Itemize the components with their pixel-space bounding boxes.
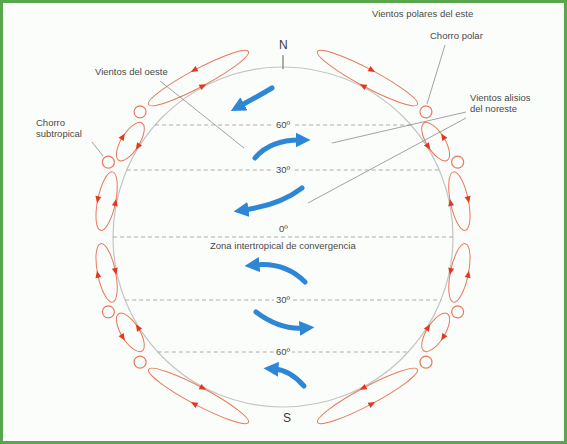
leader-line xyxy=(160,81,244,148)
wind-arrow xyxy=(240,88,272,106)
latitude-label: 30º xyxy=(274,164,292,175)
latitude-label: 60º xyxy=(274,346,292,357)
flow-arrowhead xyxy=(133,142,142,151)
latitude-label: 0º xyxy=(277,223,290,234)
jet-stream-symbol xyxy=(420,356,432,368)
circulation-cell xyxy=(312,359,423,433)
wind-arrow xyxy=(256,312,304,328)
flow-arrowhead xyxy=(424,323,433,332)
jet-label: Chorro polar xyxy=(430,30,483,41)
flow-arrowhead xyxy=(199,81,208,90)
cell-loop xyxy=(144,44,252,113)
cell-loop xyxy=(92,242,122,304)
cell-loop xyxy=(111,118,150,165)
flow-arrowhead xyxy=(189,66,198,75)
cell-loop xyxy=(313,361,421,430)
jet-stream-symbol xyxy=(134,106,146,118)
pole-label: S xyxy=(283,411,291,425)
wind-arrow xyxy=(255,265,305,282)
flow-arrowhead xyxy=(358,81,367,90)
circulation-cell xyxy=(143,41,254,115)
leader-line xyxy=(92,142,103,156)
flow-arrowhead xyxy=(368,399,377,408)
wind-arrow xyxy=(255,140,300,158)
wind-arrow xyxy=(274,369,304,386)
jet-stream-symbol xyxy=(102,306,114,318)
leader-line xyxy=(427,45,445,104)
cell-loop xyxy=(445,242,475,304)
circulation-cell xyxy=(89,241,124,304)
flow-arrowhead xyxy=(112,268,119,276)
flow-arrowhead xyxy=(465,270,472,278)
circulation-cell xyxy=(414,117,458,167)
flow-arrowhead xyxy=(119,132,128,141)
latitude-label: 30º xyxy=(274,294,292,305)
pole-label: N xyxy=(279,38,288,52)
cell-loop xyxy=(313,44,421,113)
wind-label: Vientos alisios del noreste xyxy=(470,92,534,115)
circulation-cell xyxy=(109,307,153,357)
wind-arrow xyxy=(244,188,302,210)
zone-label: Zona intertropical de convergencia xyxy=(208,240,358,251)
flow-arrowhead xyxy=(94,196,101,204)
flow-arrowhead xyxy=(439,333,448,342)
latitude-line xyxy=(113,237,453,238)
jet-stream-symbol xyxy=(452,156,464,168)
circulation-cell xyxy=(143,359,254,433)
jet-stream-symbol xyxy=(102,156,114,168)
flow-arrowhead xyxy=(94,270,101,278)
flow-arrowhead xyxy=(119,333,128,342)
leader-line xyxy=(308,118,466,203)
circulation-cell xyxy=(89,169,124,232)
flow-arrowhead xyxy=(368,66,377,75)
cell-loop xyxy=(416,309,455,356)
leader-line xyxy=(332,112,466,143)
flow-arrowhead xyxy=(189,399,198,408)
jet-stream-symbol xyxy=(420,106,432,118)
jet-stream-symbol xyxy=(134,356,146,368)
wind-label: Vientos polares del este xyxy=(372,8,473,19)
flow-arrowhead xyxy=(447,198,454,206)
globe-outline xyxy=(113,67,453,407)
flow-arrowhead xyxy=(465,196,472,204)
circulation-cell xyxy=(312,41,423,115)
flow-arrowhead xyxy=(439,132,448,141)
flow-arrowhead xyxy=(447,268,454,276)
latitude-label: 60º xyxy=(274,119,292,130)
flow-arrowhead xyxy=(199,384,208,393)
flow-arrowhead xyxy=(133,323,142,332)
cell-loop xyxy=(92,170,122,232)
flow-arrowhead xyxy=(358,384,367,393)
circulation-cell xyxy=(109,117,153,167)
axis-tick xyxy=(282,55,283,69)
flow-arrowhead xyxy=(112,198,119,206)
jet-stream-symbol xyxy=(452,306,464,318)
jet-label: Chorro subtropical xyxy=(36,117,96,140)
cell-loop xyxy=(111,309,150,356)
wind-label: Vientos del oeste xyxy=(95,66,168,77)
circulation-cell xyxy=(414,307,458,357)
circulation-cell xyxy=(442,169,477,232)
cell-loop xyxy=(144,361,252,430)
cell-loop xyxy=(445,170,475,232)
flow-arrowhead xyxy=(424,142,433,151)
circulation-cell xyxy=(442,241,477,304)
